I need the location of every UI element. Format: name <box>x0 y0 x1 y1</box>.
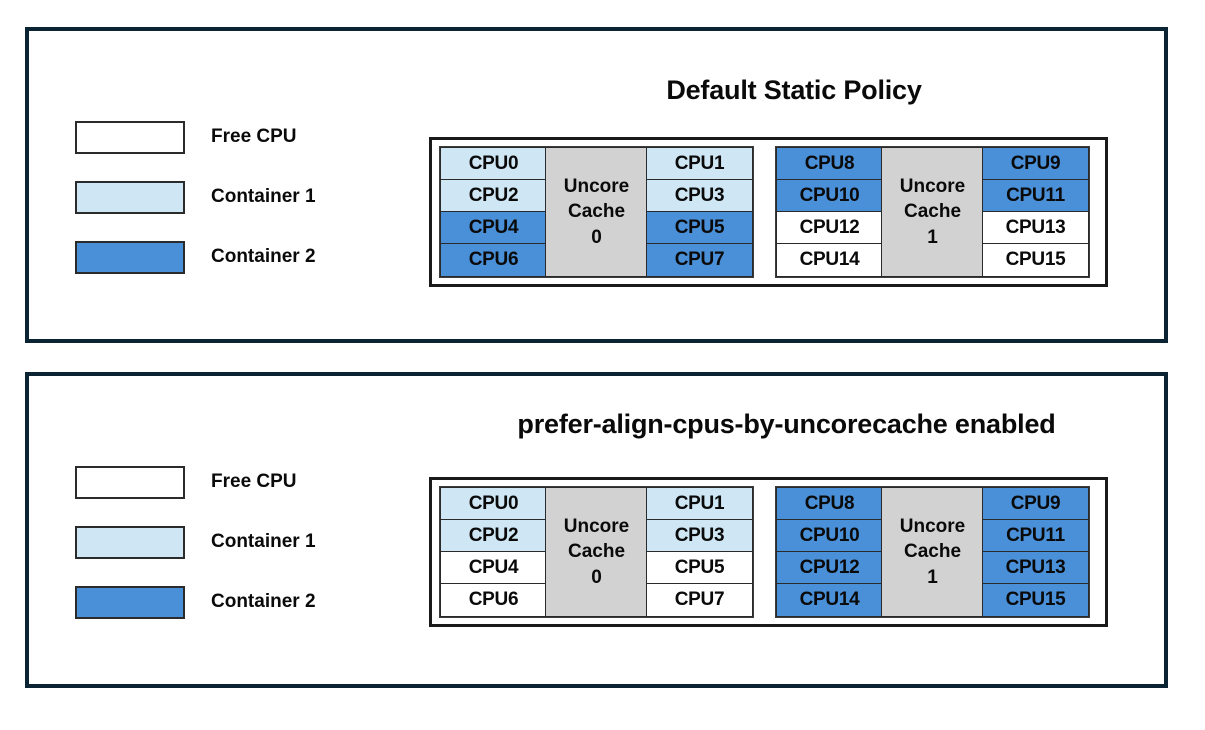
cpu-cell: CPU12 <box>776 551 883 585</box>
uncore-cache-block: Uncore Cache 1 <box>881 487 984 617</box>
cpu-cell: CPU4 <box>440 211 547 245</box>
diagram-panel-prefer-align-cpus-by-uncorecache: prefer-align-cpus-by-uncorecache enabled… <box>25 372 1168 688</box>
cpu-cell: CPU14 <box>776 583 883 617</box>
cpu-cell: CPU15 <box>982 583 1089 617</box>
cpu-cell: CPU5 <box>646 211 753 245</box>
cpu-cell: CPU0 <box>440 487 547 521</box>
cpu-column-right: CPU1 CPU3 CPU5 CPU7 <box>646 487 753 617</box>
legend-swatch-free-cpu <box>75 465 185 499</box>
uncore-cache-index: 0 <box>591 226 602 248</box>
cpu-topology-grid: CPU0 CPU2 CPU4 CPU6 Uncore Cache 0 CPU1 … <box>429 137 1108 287</box>
legend-label-container-1: Container 1 <box>211 186 316 207</box>
cpu-cell: CPU12 <box>776 211 883 245</box>
cpu-column-left: CPU0 CPU2 CPU4 CPU6 <box>440 487 547 617</box>
legend-label-container-2: Container 2 <box>211 246 316 267</box>
cpu-cell: CPU1 <box>646 147 753 181</box>
cpu-cell: CPU9 <box>982 487 1089 521</box>
legend-swatch-container-2 <box>75 585 185 619</box>
cpu-cell: CPU6 <box>440 243 547 277</box>
cpu-cell: CPU13 <box>982 551 1089 585</box>
uncore-cache-index: 1 <box>927 226 938 248</box>
cpu-cell: CPU14 <box>776 243 883 277</box>
uncore-cache-line-1: Uncore <box>899 176 966 198</box>
panel-title: Default Static Policy <box>666 75 922 105</box>
cpu-column-left: CPU8 CPU10 CPU12 CPU14 <box>776 147 883 277</box>
legend-item-container-1: Container 1 <box>75 167 316 227</box>
cpu-cell: CPU6 <box>440 583 547 617</box>
panel-title: prefer-align-cpus-by-uncorecache enabled <box>517 409 1056 439</box>
legend-item-free-cpu: Free CPU <box>75 452 316 512</box>
cpu-cell: CPU3 <box>646 179 753 213</box>
diagram-panel-default-static-policy: Default Static Policy Free CPU Container… <box>25 27 1168 343</box>
cpu-cell: CPU8 <box>776 147 883 181</box>
uncore-cache-line-2: Cache <box>903 541 962 563</box>
cpu-cell: CPU7 <box>646 583 753 617</box>
socket-uncore-cache-1: CPU8 CPU10 CPU12 CPU14 Uncore Cache 1 CP… <box>775 486 1090 618</box>
uncore-cache-line-1: Uncore <box>563 176 630 198</box>
cpu-cell: CPU15 <box>982 243 1089 277</box>
cpu-cell: CPU7 <box>646 243 753 277</box>
legend: Free CPU Container 1 Container 2 <box>75 452 316 632</box>
cpu-cell: CPU2 <box>440 179 547 213</box>
cpu-cell: CPU5 <box>646 551 753 585</box>
legend-swatch-container-2 <box>75 240 185 274</box>
cpu-cell: CPU4 <box>440 551 547 585</box>
uncore-cache-line-1: Uncore <box>899 516 966 538</box>
cpu-cell: CPU10 <box>776 519 883 553</box>
uncore-cache-block: Uncore Cache 1 <box>881 147 984 277</box>
cpu-column-left: CPU0 CPU2 CPU4 CPU6 <box>440 147 547 277</box>
legend-swatch-container-1 <box>75 525 185 559</box>
cpu-cell: CPU13 <box>982 211 1089 245</box>
cpu-topology-grid: CPU0 CPU2 CPU4 CPU6 Uncore Cache 0 CPU1 … <box>429 477 1108 627</box>
cpu-column-right: CPU9 CPU11 CPU13 CPU15 <box>982 147 1089 277</box>
uncore-cache-index: 0 <box>591 566 602 588</box>
cpu-cell: CPU11 <box>982 519 1089 553</box>
legend-label-free-cpu: Free CPU <box>211 126 297 147</box>
uncore-cache-line-2: Cache <box>903 201 962 223</box>
cpu-cell: CPU8 <box>776 487 883 521</box>
cpu-column-right: CPU1 CPU3 CPU5 CPU7 <box>646 147 753 277</box>
legend-item-container-2: Container 2 <box>75 572 316 632</box>
legend-item-container-1: Container 1 <box>75 512 316 572</box>
socket-uncore-cache-0: CPU0 CPU2 CPU4 CPU6 Uncore Cache 0 CPU1 … <box>439 146 754 278</box>
legend-swatch-free-cpu <box>75 120 185 154</box>
cpu-cell: CPU10 <box>776 179 883 213</box>
cpu-cell: CPU11 <box>982 179 1089 213</box>
cpu-column-right: CPU9 CPU11 CPU13 CPU15 <box>982 487 1089 617</box>
cpu-cell: CPU0 <box>440 147 547 181</box>
cpu-cell: CPU1 <box>646 487 753 521</box>
legend: Free CPU Container 1 Container 2 <box>75 107 316 287</box>
socket-uncore-cache-1: CPU8 CPU10 CPU12 CPU14 Uncore Cache 1 CP… <box>775 146 1090 278</box>
cpu-cell: CPU3 <box>646 519 753 553</box>
legend-item-free-cpu: Free CPU <box>75 107 316 167</box>
uncore-cache-line-1: Uncore <box>563 516 630 538</box>
uncore-cache-line-2: Cache <box>567 541 626 563</box>
legend-label-free-cpu: Free CPU <box>211 471 297 492</box>
uncore-cache-block: Uncore Cache 0 <box>545 147 648 277</box>
uncore-cache-index: 1 <box>927 566 938 588</box>
uncore-cache-line-2: Cache <box>567 201 626 223</box>
legend-swatch-container-1 <box>75 180 185 214</box>
uncore-cache-block: Uncore Cache 0 <box>545 487 648 617</box>
cpu-cell: CPU2 <box>440 519 547 553</box>
cpu-cell: CPU9 <box>982 147 1089 181</box>
legend-label-container-1: Container 1 <box>211 531 316 552</box>
socket-uncore-cache-0: CPU0 CPU2 CPU4 CPU6 Uncore Cache 0 CPU1 … <box>439 486 754 618</box>
legend-label-container-2: Container 2 <box>211 591 316 612</box>
legend-item-container-2: Container 2 <box>75 227 316 287</box>
cpu-column-left: CPU8 CPU10 CPU12 CPU14 <box>776 487 883 617</box>
